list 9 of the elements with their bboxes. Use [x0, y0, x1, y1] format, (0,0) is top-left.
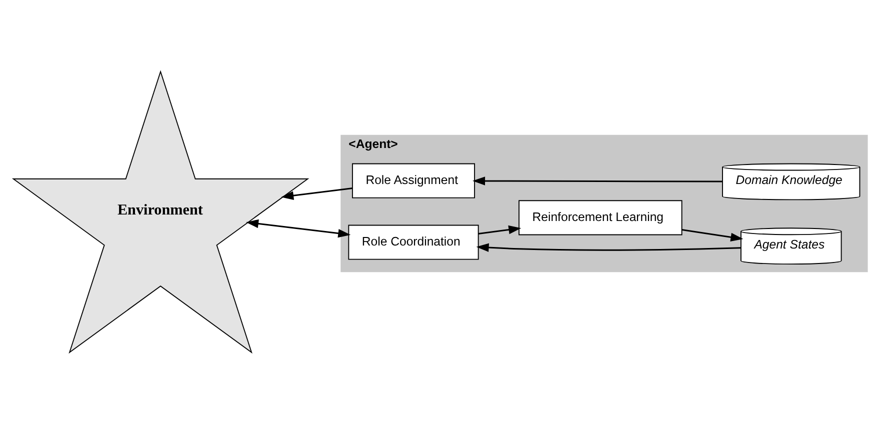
arrow — [478, 225, 522, 235]
arrow — [281, 188, 352, 200]
node-box: Reinforcement Learning — [518, 200, 682, 236]
arrow — [246, 219, 351, 238]
arrow — [472, 176, 722, 186]
arrow — [682, 229, 744, 242]
node-box: Role Coordination — [348, 224, 479, 260]
node-box: Role Assignment — [352, 163, 476, 198]
arrow — [476, 243, 741, 252]
